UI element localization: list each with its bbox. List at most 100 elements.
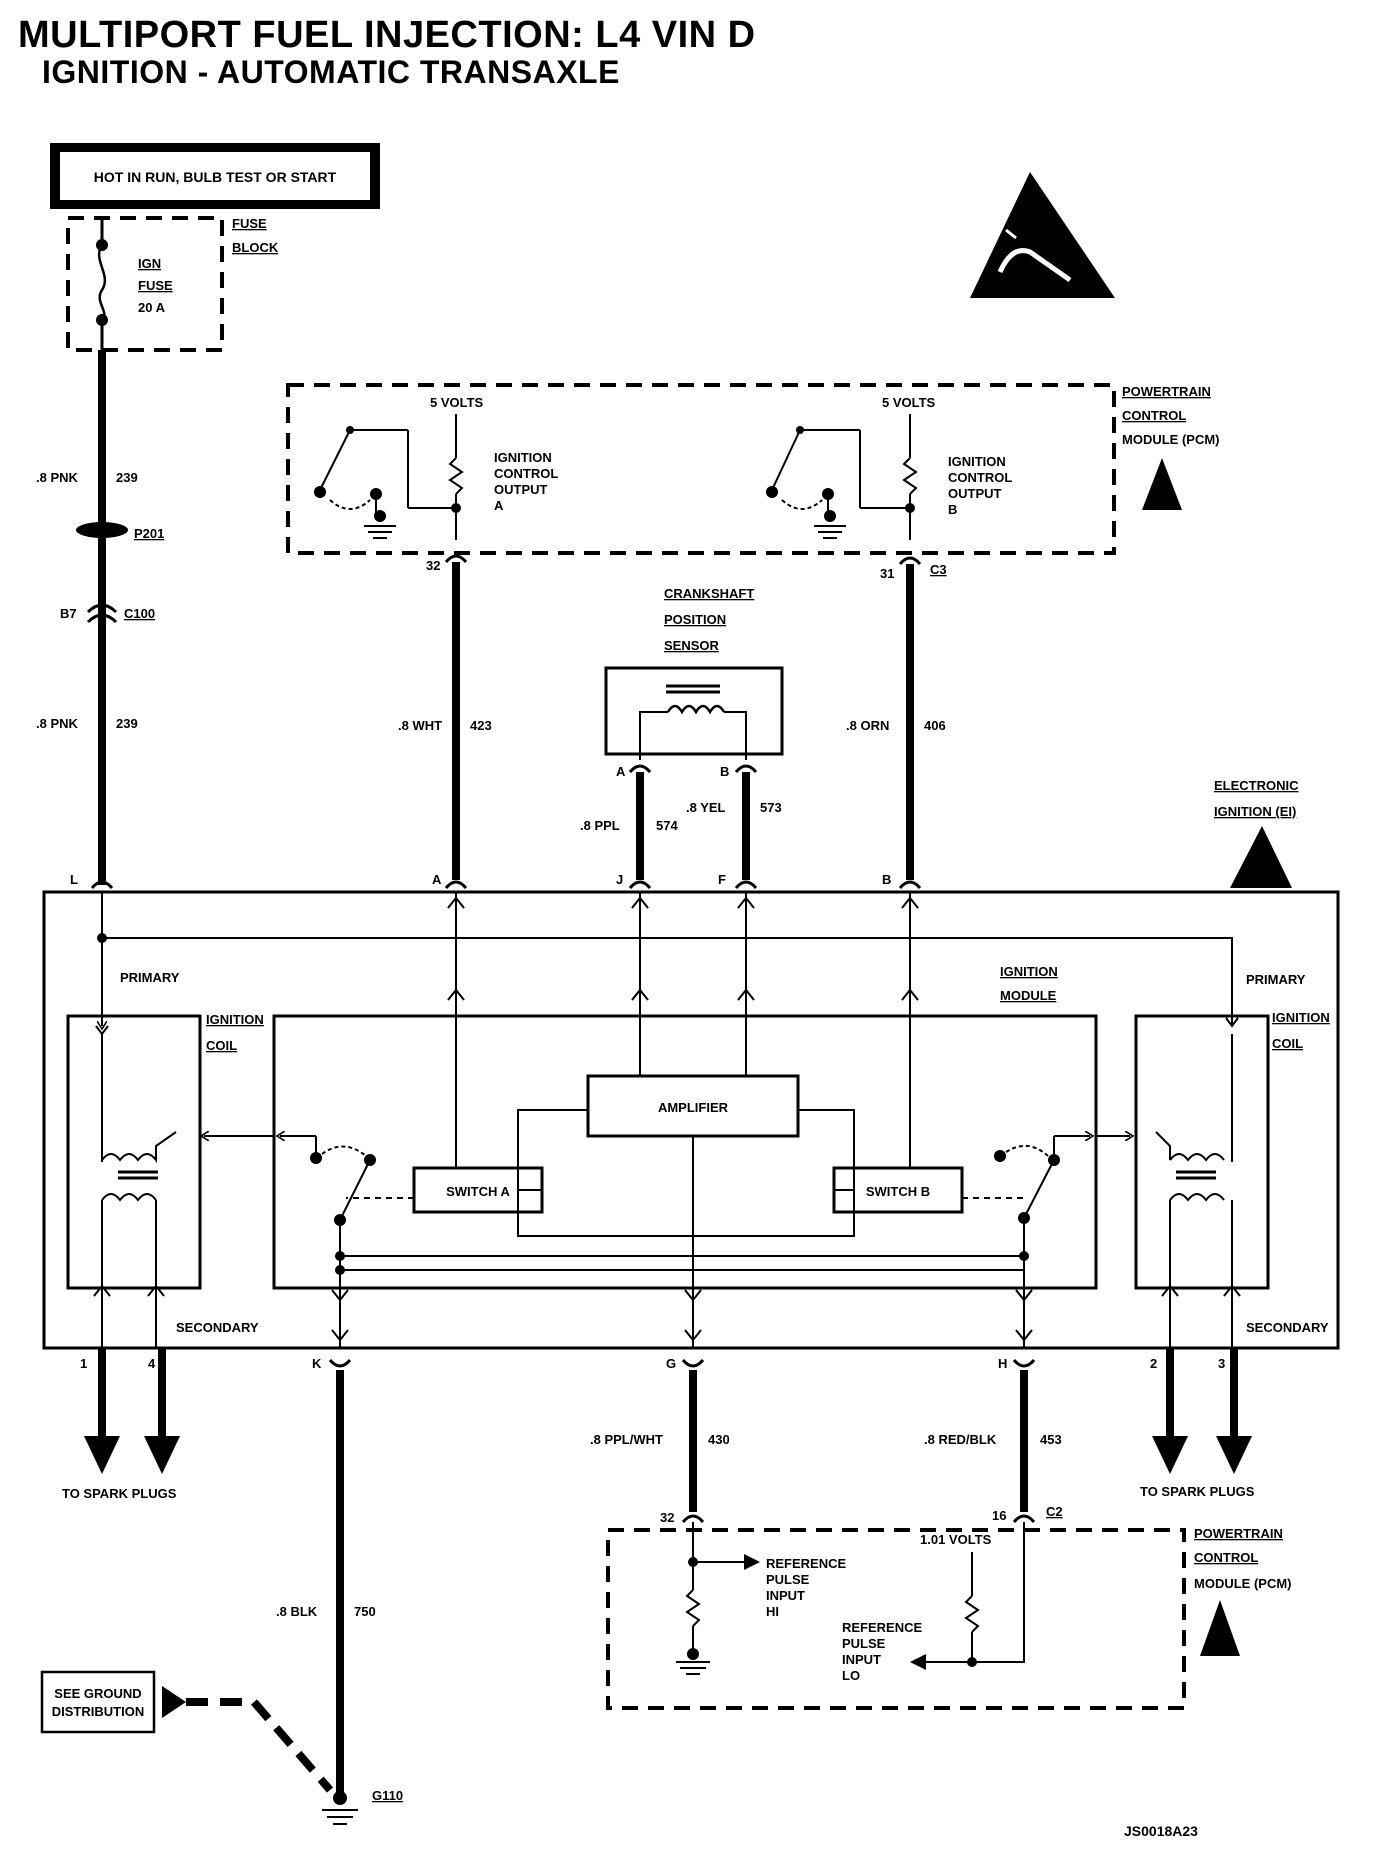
ground-g110-label: G110 (372, 1788, 403, 1803)
module-bottom-pins: 1 4 K G H 2 3 (80, 1356, 1225, 1371)
pin-h: H (998, 1356, 1007, 1371)
wire-239: .8 PNK 239 P201 B7 C100 .8 PNK 239 (36, 350, 164, 885)
ei-esd-icon (1230, 826, 1292, 888)
ei-label-line1: ELECTRONIC (1214, 778, 1299, 793)
ei-module-box: PRIMARY PRIMARY IGNITION COIL SECONDARY (42, 890, 1340, 1350)
primary-left-label: PRIMARY (120, 970, 180, 985)
wire-574-gauge: .8 PPL (580, 818, 620, 833)
wire-750: .8 BLK 750 (276, 1370, 376, 1796)
ckp-label-line3: SENSOR (664, 638, 720, 653)
pin-4: 4 (148, 1356, 156, 1371)
wire-430-gauge: .8 PPL/WHT (590, 1432, 663, 1447)
ignition-module-label-line1: IGNITION (1000, 964, 1058, 979)
fuse-name-line1: IGN (138, 256, 161, 271)
ref-hi-line2: PULSE (766, 1572, 810, 1587)
wire-453-number: 453 (1040, 1432, 1062, 1447)
fuse-block: IGN FUSE 20 A FUSE BLOCK (66, 216, 279, 352)
amplifier-label: AMPLIFIER (658, 1100, 729, 1115)
out-b-line3: OUTPUT (948, 486, 1002, 501)
pcm-top-label-line1: POWERTRAIN (1122, 384, 1211, 399)
fuse-name-line2: FUSE (138, 278, 173, 293)
c100-pin: B7 (60, 606, 77, 621)
ref-lo-line4: LO (842, 1668, 860, 1683)
ckp-label-line1: CRANKSHAFT (664, 586, 754, 601)
ignition-module-label-line2: MODULE (1000, 988, 1057, 1003)
hot-in-run-label: HOT IN RUN, BULB TEST OR START (94, 169, 337, 185)
wire-750-gauge: .8 BLK (276, 1604, 318, 1619)
wire-453-gauge: .8 RED/BLK (924, 1432, 997, 1447)
ckp-pin-a: A (616, 764, 626, 779)
ei-label-line2: IGNITION (EI) (1214, 804, 1296, 819)
wire-239-bottom-gauge: .8 PNK (36, 716, 79, 731)
wire-406-gauge: .8 ORN (846, 718, 889, 733)
ckp-pin-b: B (720, 764, 729, 779)
pcm-top-label-line3: MODULE (PCM) (1122, 432, 1220, 447)
pin-2: 2 (1150, 1356, 1157, 1371)
pin-a: A (432, 872, 442, 887)
wire-453: .8 RED/BLK 453 (924, 1370, 1062, 1512)
ref-hi-line1: REFERENCE (766, 1556, 847, 1571)
pin-g: G (666, 1356, 676, 1371)
coil-right-label-line2: COIL (1272, 1036, 1303, 1051)
pcm-bottom-esd-icon (1200, 1600, 1240, 1656)
coil-left-label-line2: COIL (206, 1038, 237, 1053)
pin-3: 3 (1218, 1356, 1225, 1371)
pin-1: 1 (80, 1356, 87, 1371)
page-title: MULTIPORT FUEL INJECTION: L4 VIN D (18, 14, 756, 56)
pin-f: F (718, 872, 726, 887)
fuse-rating: 20 A (138, 300, 166, 315)
out-b-line4: B (948, 502, 957, 517)
pcm-bottom-volts: 1.01 VOLTS (920, 1532, 992, 1547)
out-a-line4: A (494, 498, 504, 513)
ground-box-line2: DISTRIBUTION (52, 1704, 144, 1719)
splice-p201 (76, 522, 128, 538)
electronic-ignition-label: ELECTRONIC IGNITION (EI) (1214, 778, 1299, 888)
ground-distribution: SEE GROUND DISTRIBUTION G110 (40, 1670, 403, 1825)
secondary-left-label: SECONDARY (176, 1320, 259, 1335)
pin-j: J (616, 872, 623, 887)
pcm-top-volts-a: 5 VOLTS (430, 395, 484, 410)
pin-l: L (70, 872, 78, 887)
wire-430: .8 PPL/WHT 430 (590, 1370, 730, 1512)
c100-label: C100 (124, 606, 155, 621)
wire-423-number: 423 (470, 718, 492, 733)
esd-warning-icon (970, 172, 1115, 298)
pin-k: K (312, 1356, 322, 1371)
spark-plugs-left: TO SPARK PLUGS (62, 1348, 180, 1501)
spark-left-label: TO SPARK PLUGS (62, 1486, 177, 1501)
pcm-top-box: POWERTRAIN CONTROL MODULE (PCM) 5 VOLTS … (286, 383, 1220, 581)
wire-423: .8 WHT 423 (398, 554, 492, 880)
wire-239-bottom-number: 239 (116, 716, 138, 731)
ref-lo-line1: REFERENCE (842, 1620, 923, 1635)
wire-750-number: 750 (354, 1604, 376, 1619)
wire-574-number: 574 (656, 818, 678, 833)
wire-573-gauge: .8 YEL (686, 800, 726, 815)
out-a-line1: IGNITION (494, 450, 552, 465)
pcm-bottom-connector: C2 (1046, 1504, 1063, 1519)
pcm-bottom-label-line1: POWERTRAIN (1194, 1526, 1283, 1541)
ref-lo-line2: PULSE (842, 1636, 886, 1651)
out-a-line3: OUTPUT (494, 482, 548, 497)
fuse-block-label-line2: BLOCK (232, 240, 279, 255)
spark-right-label: TO SPARK PLUGS (1140, 1484, 1255, 1499)
wire-573: .8 YEL 573 (686, 772, 782, 880)
hot-in-run-box: HOT IN RUN, BULB TEST OR START (50, 143, 380, 209)
wire-573-number: 573 (760, 800, 782, 815)
ground-box-line1: SEE GROUND (54, 1686, 141, 1701)
fuse-block-label-line1: FUSE (232, 216, 267, 231)
wire-239-top-gauge: .8 PNK (36, 470, 79, 485)
pcm-top-volts-b: 5 VOLTS (882, 395, 936, 410)
pcm-top-connector: C3 (930, 562, 947, 577)
switch-b-label: SWITCH B (866, 1184, 930, 1199)
ref-lo-line3: INPUT (842, 1652, 881, 1667)
pcm-bottom-pin-g: 32 (660, 1510, 674, 1525)
pcm-top-pin-b: 31 (880, 566, 894, 581)
crankshaft-position-sensor: CRANKSHAFT POSITION SENSOR A B (604, 586, 784, 779)
secondary-right-label: SECONDARY (1246, 1320, 1329, 1335)
ckp-label-line2: POSITION (664, 612, 726, 627)
spark-plugs-right: TO SPARK PLUGS (1140, 1348, 1255, 1499)
figure-id: JS0018A23 (1124, 1823, 1198, 1839)
module-top-pins: L A J F B (70, 872, 922, 890)
splice-label: P201 (134, 526, 164, 541)
